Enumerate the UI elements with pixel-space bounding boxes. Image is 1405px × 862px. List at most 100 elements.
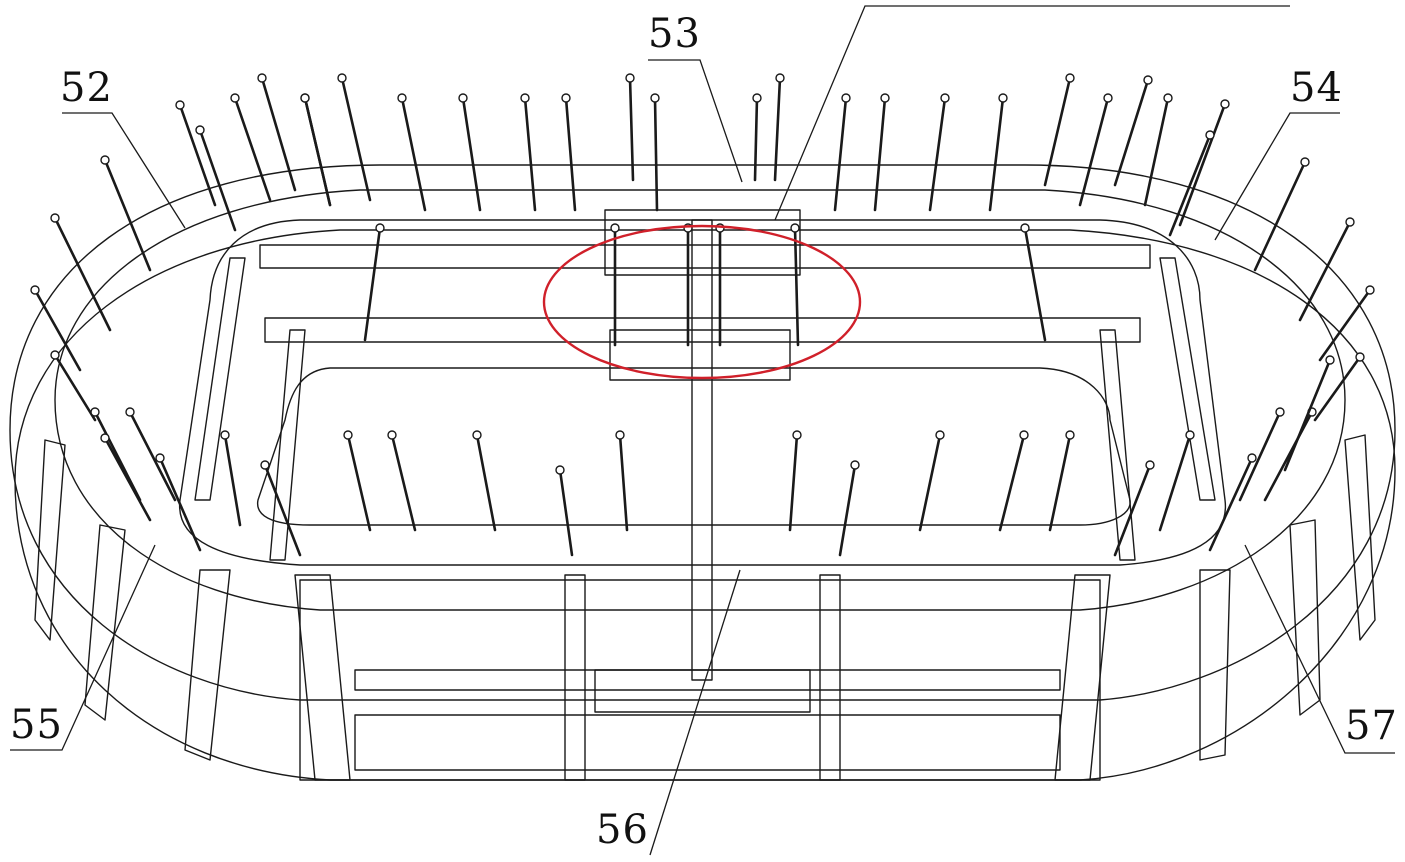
screw-head: [850, 460, 860, 470]
screw-head: [615, 430, 625, 440]
screw: [653, 96, 659, 212]
screw: [1208, 456, 1254, 552]
screw: [928, 96, 947, 212]
screw: [263, 463, 302, 557]
screw-head: [90, 407, 100, 417]
label-56: 56: [596, 807, 649, 853]
screw-head: [555, 465, 565, 475]
screw: [788, 433, 799, 532]
screw: [1168, 133, 1212, 237]
screw: [1253, 160, 1307, 272]
screw-head: [50, 213, 60, 223]
screw: [340, 76, 372, 202]
rib-front-3: [819, 574, 841, 781]
label-54: 54: [1290, 65, 1343, 111]
screw: [564, 96, 577, 212]
screw-head: [100, 433, 110, 443]
screw-head: [1065, 73, 1075, 83]
screw: [793, 226, 800, 347]
screw-head: [100, 155, 110, 165]
screw-head: [1145, 460, 1155, 470]
screw: [1238, 410, 1282, 502]
screw: [873, 96, 887, 212]
screw-head: [775, 73, 785, 83]
screw: [103, 158, 152, 272]
screw-head: [792, 430, 802, 440]
screw-head: [260, 460, 270, 470]
post-left-front: [269, 329, 306, 561]
post-right-front: [1099, 329, 1136, 561]
screw-head: [1300, 157, 1310, 167]
screw-head: [1365, 285, 1375, 295]
screw-head: [752, 93, 762, 103]
screw-head: [1163, 93, 1173, 103]
screw-head: [1355, 352, 1365, 362]
screw-group: [30, 73, 1375, 557]
screw-head: [650, 93, 660, 103]
screw-head: [125, 407, 135, 417]
screw: [33, 288, 82, 372]
screw: [1143, 96, 1170, 207]
screw-head: [1275, 407, 1285, 417]
leader-55: [10, 544, 156, 751]
screw: [753, 96, 759, 182]
inner-ring-outer: [178, 219, 1227, 566]
inner-ring-inner: [256, 367, 1131, 526]
screw-head: [175, 100, 185, 110]
screw: [223, 433, 242, 527]
screw: [390, 433, 417, 532]
post-right-back: [1159, 257, 1216, 501]
screw: [918, 433, 942, 532]
screw-head: [458, 93, 468, 103]
screw: [558, 468, 574, 557]
screw: [475, 433, 497, 532]
rib-right-1: [1199, 569, 1231, 761]
front-panel-rail-top: [354, 669, 1061, 691]
screw: [178, 103, 217, 207]
highlight-ellipse: [542, 224, 862, 380]
screw: [1113, 463, 1152, 557]
front-center-plate: [594, 669, 811, 713]
frame-structure: [9, 164, 1396, 781]
screw: [1178, 102, 1227, 227]
label-52: 52: [60, 65, 113, 111]
screw-head: [257, 73, 267, 83]
screw: [1263, 410, 1314, 502]
inner-rail-back: [259, 244, 1151, 269]
screw-head: [1205, 130, 1215, 140]
leader-top: [774, 5, 1290, 221]
front-panel-rail-bottom: [354, 714, 1061, 771]
screw-head: [1247, 453, 1257, 463]
screw-head: [610, 223, 620, 233]
screw-head: [30, 285, 40, 295]
screw: [1023, 226, 1047, 342]
screw-head: [790, 223, 800, 233]
screw: [158, 456, 202, 552]
screw: [93, 410, 142, 502]
screw: [1078, 96, 1110, 207]
screw: [346, 433, 372, 532]
screw-head: [195, 125, 205, 135]
screw-head: [337, 73, 347, 83]
screw: [618, 433, 629, 532]
screw: [1318, 288, 1372, 362]
screw: [773, 76, 782, 182]
rib-front-2: [564, 574, 586, 781]
screw: [1158, 433, 1192, 532]
screw-head: [1103, 93, 1113, 103]
screw: [363, 226, 382, 342]
screw-head: [1345, 217, 1355, 227]
screw: [400, 96, 427, 212]
screw: [128, 410, 177, 502]
screw-head: [841, 93, 851, 103]
label-57: 57: [1345, 703, 1398, 749]
leader-53: [648, 59, 743, 183]
screw-head: [998, 93, 1008, 103]
screw-head: [472, 430, 482, 440]
screw-head: [1020, 223, 1030, 233]
screw-head: [1325, 355, 1335, 365]
screw-head: [387, 430, 397, 440]
center-divider: [691, 219, 713, 681]
